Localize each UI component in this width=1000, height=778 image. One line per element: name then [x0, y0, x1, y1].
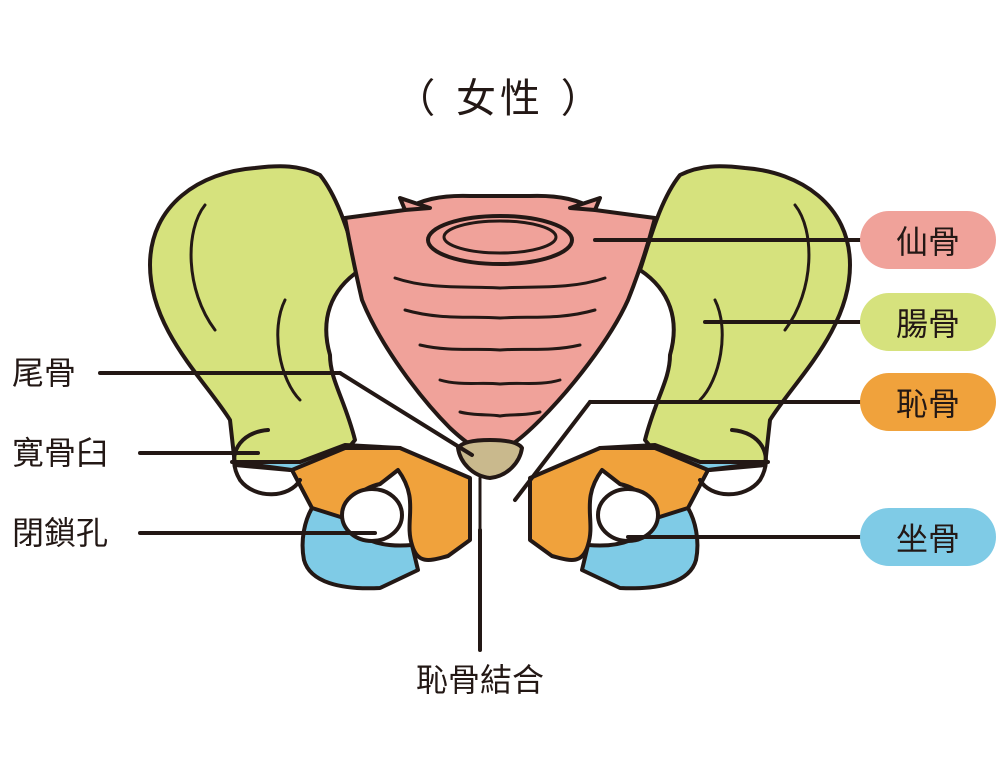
obturator-foramen-left — [340, 487, 404, 543]
sacral-promontory — [426, 214, 574, 266]
coccyx-shape — [456, 438, 524, 480]
ilium-right — [638, 164, 852, 472]
obturator-foramen-right — [596, 487, 660, 543]
label-coccyx: 尾骨 — [12, 354, 77, 392]
page-title: （ 女性 ） — [395, 76, 605, 122]
label-pubis: 恥骨 — [860, 373, 996, 431]
acetabulum-right — [698, 428, 768, 497]
sacrum-ala-right — [568, 196, 602, 212]
sacrum-ala-left — [398, 196, 432, 212]
label-pubic-symphysis: 恥骨結合 — [415, 661, 544, 699]
label-obturator-foramen: 閉鎖孔 — [12, 514, 109, 552]
label-ilium: 腸骨 — [860, 293, 996, 351]
label-sacrum: 仙骨 — [860, 211, 996, 269]
acetabulum-left — [232, 428, 302, 497]
label-acetabulum: 寛骨臼 — [12, 434, 109, 472]
label-ischium: 坐骨 — [860, 508, 996, 566]
sacrum-shape — [343, 193, 657, 454]
ilium-left — [148, 164, 362, 472]
